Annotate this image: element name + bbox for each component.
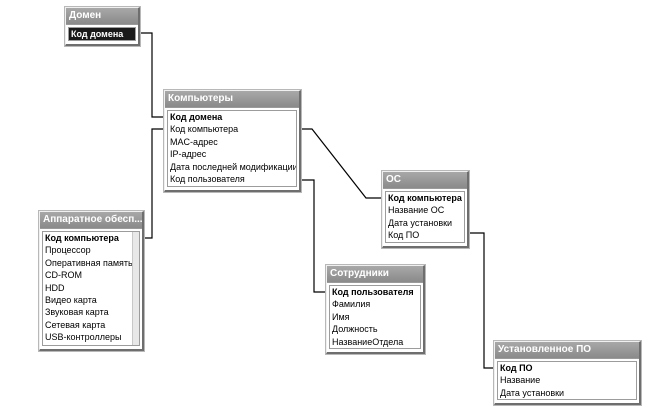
field-list: Код домена Код компьютера MAC-адрес IP-а… [167, 110, 297, 187]
field-item[interactable]: Код пользователя [332, 287, 414, 297]
field-item[interactable]: Название ОС [388, 205, 445, 216]
table-domain[interactable]: Домен Код домена [65, 7, 140, 46]
field-item[interactable]: Код домена [170, 112, 223, 122]
field-item[interactable]: Фамилия [332, 299, 371, 310]
field-item[interactable]: Оперативная память [45, 257, 133, 268]
field-item[interactable]: Дата установки [388, 217, 453, 228]
field-item[interactable]: Код ПО [388, 230, 420, 241]
scrollbar[interactable] [132, 232, 139, 345]
field-item[interactable]: Дата последней модификации [170, 161, 296, 172]
relation-computers-employees [297, 179, 328, 293]
relation-hardware-computers [141, 128, 166, 239]
table-installed-software[interactable]: Установленное ПО Код ПО Название Дата ус… [494, 341, 641, 405]
field-item[interactable]: Имя [332, 311, 350, 322]
field-item[interactable]: Код домена [69, 28, 135, 40]
field-item[interactable]: НазваниеОтдела [332, 336, 404, 347]
table-title[interactable]: ОС [383, 172, 467, 189]
field-item[interactable]: IP-адрес [170, 149, 207, 160]
field-item[interactable]: Код компьютера [45, 233, 119, 243]
field-list: Код ПО Название Дата установки [497, 361, 637, 400]
table-title[interactable]: Сотрудники [327, 266, 423, 283]
field-list: Код пользователя Фамилия Имя Должность Н… [329, 285, 421, 349]
field-item[interactable]: USB-контроллеры [45, 332, 122, 343]
field-item[interactable]: Код компьютера [388, 193, 462, 203]
relation-domain-computers [137, 32, 166, 118]
field-list: Код компьютера Процессор Оперативная пам… [42, 231, 140, 346]
field-item[interactable]: CD-ROM [45, 270, 82, 281]
table-hardware[interactable]: Аппаратное обесп... Код компьютера Проце… [39, 211, 144, 351]
relation-os-installed-software [466, 232, 496, 369]
table-computers[interactable]: Компьютеры Код домена Код компьютера MAC… [164, 90, 301, 192]
table-title[interactable]: Аппаратное обесп... [40, 212, 142, 229]
field-item[interactable]: Процессор [45, 245, 91, 256]
table-title[interactable]: Установленное ПО [495, 342, 639, 359]
field-item[interactable]: Код пользователя [170, 173, 245, 184]
field-list: Код домена [68, 27, 136, 41]
field-item[interactable]: Должность [332, 324, 378, 335]
table-title[interactable]: Компьютеры [165, 91, 299, 108]
table-title[interactable]: Домен [66, 8, 138, 25]
field-item[interactable]: Звуковая карта [45, 307, 109, 318]
relation-computers-os [297, 128, 384, 199]
field-list: Код компьютера Название ОС Дата установк… [385, 191, 465, 243]
table-employees[interactable]: Сотрудники Код пользователя Фамилия Имя … [326, 265, 425, 354]
field-item[interactable]: Дата установки [500, 387, 565, 398]
field-item[interactable]: Код ПО [500, 363, 533, 373]
field-item[interactable]: Код компьютера [170, 124, 239, 135]
field-item[interactable]: Сетевая карта [45, 319, 106, 330]
field-item[interactable]: Видео карта [45, 294, 97, 305]
field-item[interactable]: Название [500, 375, 541, 386]
table-os[interactable]: ОС Код компьютера Название ОС Дата устан… [382, 171, 469, 248]
field-item[interactable]: MAC-адрес [170, 136, 218, 147]
field-item[interactable]: HDD [45, 282, 65, 293]
